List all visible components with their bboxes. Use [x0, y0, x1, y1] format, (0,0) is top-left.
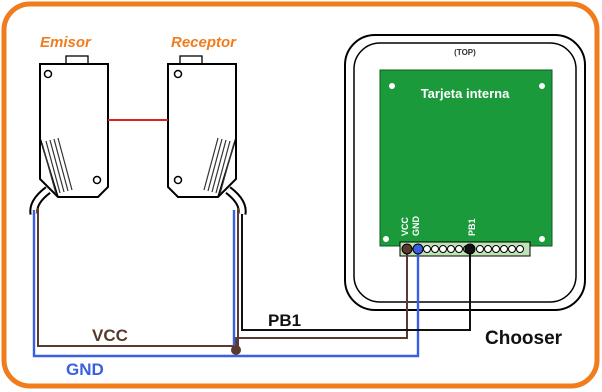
board-hole — [539, 236, 545, 242]
gnd-wire — [32, 210, 420, 358]
vcc-pin-dot — [401, 243, 413, 255]
emitter-sensor — [29, 55, 109, 215]
vcc-wire-label: VCC — [92, 326, 128, 345]
board-hole — [383, 236, 389, 242]
board-hole — [539, 83, 545, 89]
pb1-wire — [241, 214, 471, 331]
vcc-wire — [37, 208, 408, 347]
board-hole — [389, 83, 395, 89]
pin-label-pb1: PB1 — [467, 218, 477, 236]
top-label: (TOP) — [454, 48, 476, 57]
board-label: Tarjeta interna — [421, 86, 510, 101]
pin-label-vcc: VCC — [400, 216, 410, 236]
junction-dot — [231, 345, 241, 355]
receiver-label: Receptor — [171, 34, 237, 51]
internal-board — [379, 69, 553, 247]
pb1-wire-label: PB1 — [268, 311, 301, 330]
gnd-pin-dot — [412, 243, 424, 255]
chooser-label: Chooser — [485, 328, 563, 349]
receiver-sensor — [167, 55, 247, 215]
pb1-pin-dot — [464, 243, 476, 255]
emitter-label: Emisor — [40, 34, 92, 51]
gnd-wire-label: GND — [66, 360, 104, 379]
pin-label-gnd: GND — [411, 216, 421, 237]
